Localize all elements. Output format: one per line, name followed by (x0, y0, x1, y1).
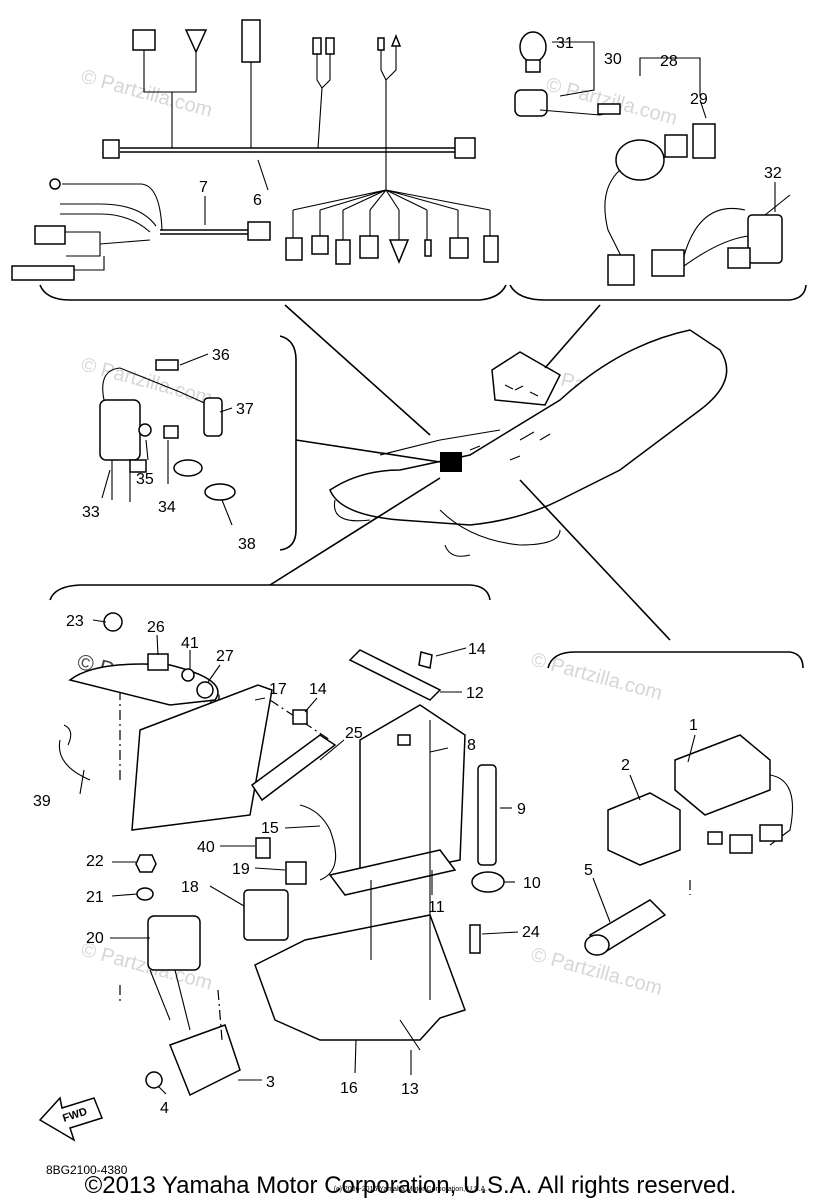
panel-ignition-coil (99, 335, 297, 551)
panel-wire-harness (11, 19, 507, 301)
callout-34: 34 (158, 499, 176, 516)
callout-27: 27 (216, 648, 234, 665)
diagram-code: 8BG2100-4380 (46, 1163, 128, 1177)
callout-11: 11 (428, 899, 445, 916)
panel-electrical-components: FWD (38, 584, 505, 1142)
copyright: ©2013 Yamaha Motor Corporation, U.S.A. A… (84, 1172, 737, 1199)
callout-9: 9 (517, 801, 526, 818)
callout-41: 41 (181, 635, 199, 652)
callout-36: 36 (212, 347, 230, 364)
callout-leaders (79, 41, 776, 1095)
callout-33: 33 (82, 504, 100, 521)
watermark: © Partzilla.com (79, 354, 215, 410)
watermark: © Partzilla.com (544, 74, 680, 130)
callout-38: 38 (238, 536, 256, 553)
callout-18: 18 (181, 879, 199, 896)
callout-35: 35 (136, 471, 154, 488)
callout-37: 37 (236, 401, 254, 418)
callout-15: 15 (261, 820, 279, 837)
callout-21: 21 (86, 889, 104, 906)
callout-8: 8 (467, 737, 476, 754)
callout-20: 20 (86, 930, 104, 947)
watermark: © Partzilla.com (529, 649, 665, 705)
callout-40: 40 (197, 839, 215, 856)
callout-19: 19 (232, 861, 250, 878)
callout-7: 7 (199, 179, 208, 196)
callout-14b: 14 (309, 681, 327, 698)
watermark: © Partzilla.com (79, 66, 215, 122)
callout-10: 10 (523, 875, 541, 892)
callout-28: 28 (660, 53, 678, 70)
copyright-small: (c) 2006-2016 Yamaha Motor Corporation, … (333, 1186, 488, 1193)
callout-2: 2 (621, 757, 630, 774)
callout-25: 25 (345, 725, 363, 742)
callout-16: 16 (340, 1080, 358, 1097)
callout-26: 26 (147, 619, 165, 636)
panel-switches (509, 31, 807, 301)
panel-relays (547, 651, 804, 956)
callout-32: 32 (764, 165, 782, 182)
callout-23: 23 (66, 613, 84, 630)
snowmobile-overview (269, 304, 728, 641)
callout-14a: 14 (468, 641, 486, 658)
callout-17: 17 (269, 681, 287, 698)
callout-31: 31 (556, 35, 574, 52)
callout-3: 3 (266, 1074, 275, 1091)
callout-13: 13 (401, 1081, 419, 1098)
callout-39: 39 (33, 793, 51, 810)
callout-labels: 6 7 31 30 28 29 32 36 37 35 34 33 38 23 … (33, 35, 782, 1117)
callout-12: 12 (466, 685, 484, 702)
callout-6: 6 (253, 192, 262, 209)
callout-1: 1 (689, 717, 698, 734)
callout-24: 24 (522, 924, 540, 941)
callout-29: 29 (690, 91, 708, 108)
callout-30: 30 (604, 51, 622, 68)
callout-4: 4 (160, 1100, 169, 1117)
callout-22: 22 (86, 853, 104, 870)
callout-5: 5 (584, 862, 593, 879)
